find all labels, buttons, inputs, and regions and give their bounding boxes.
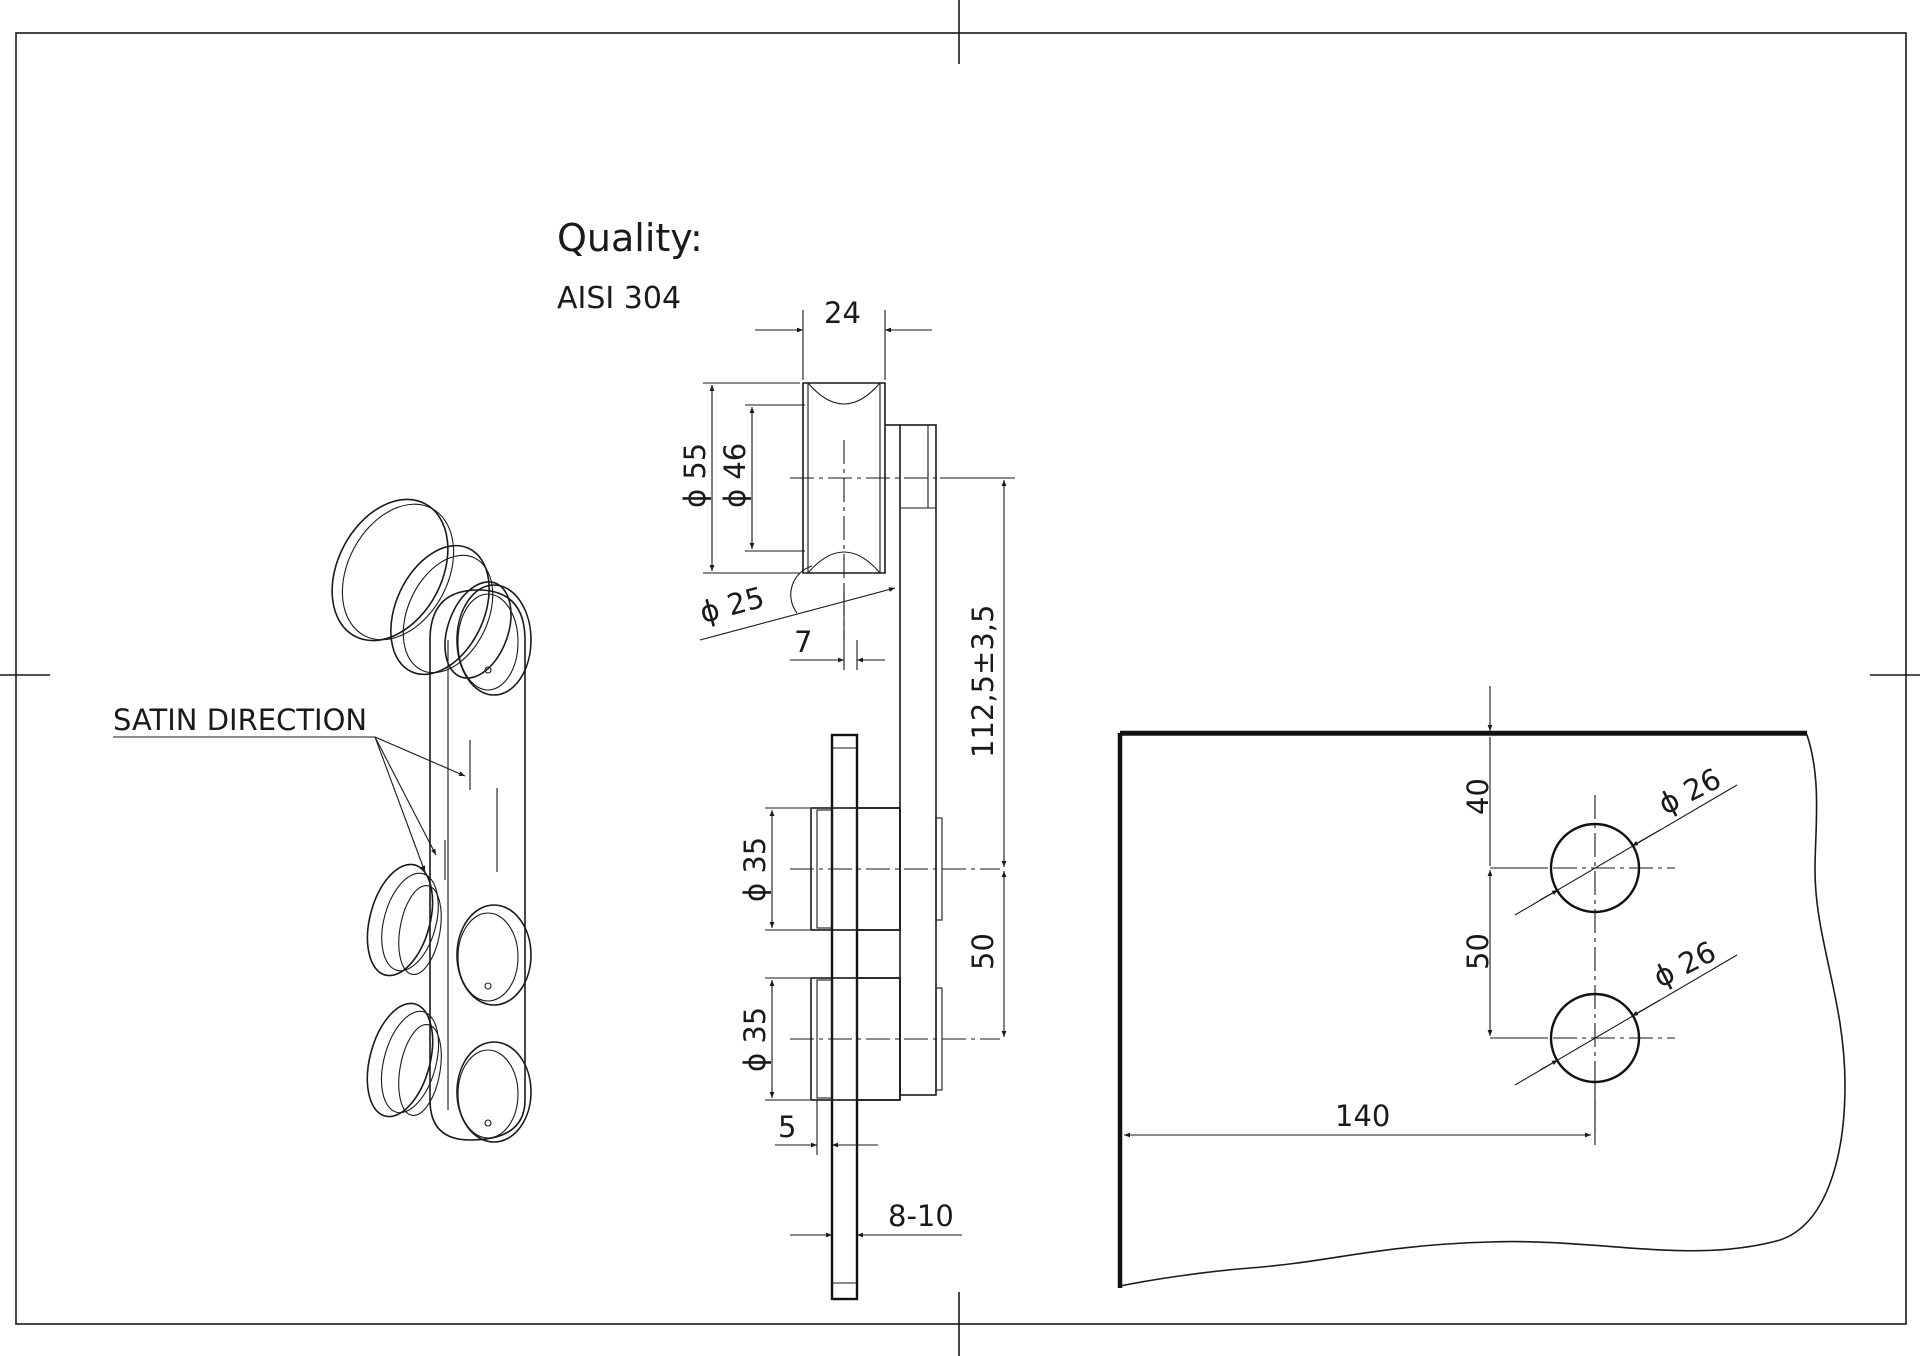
glass-hole-dimensions [1124, 686, 1738, 1145]
satin-direction-leaders [113, 736, 466, 873]
dim-diameter-55: ϕ 55 [678, 443, 712, 508]
dim-hole-spacing-50: 50 [1461, 933, 1495, 970]
dim-diameter-46: ϕ 46 [718, 443, 752, 508]
dim-spacing-50: 50 [966, 933, 1000, 970]
glass-hole-detail [1117, 730, 1846, 1288]
dim-width-24: 24 [824, 296, 861, 330]
dim-diameter-35-upper: ϕ 35 [738, 837, 772, 902]
dim-glass-8-10: 8-10 [888, 1199, 954, 1233]
side-view-dimensions [699, 310, 1015, 1238]
dim-edge-140: 140 [1335, 1099, 1390, 1133]
material-label: AISI 304 [557, 281, 681, 316]
isometric-view [331, 498, 532, 1143]
dim-diameter-25: ϕ 25 [696, 580, 768, 630]
quality-label: Quality: [557, 216, 703, 260]
dim-hole-top-40: 40 [1461, 778, 1495, 815]
dim-diameter-35-lower: ϕ 35 [738, 1007, 772, 1072]
satin-direction-label: SATIN DIRECTION [113, 703, 367, 737]
dim-offset-7: 7 [794, 625, 812, 659]
side-view [790, 382, 1000, 1301]
dim-height-112: 112,5±3,5 [966, 605, 1000, 758]
dim-offset-5: 5 [778, 1110, 796, 1144]
